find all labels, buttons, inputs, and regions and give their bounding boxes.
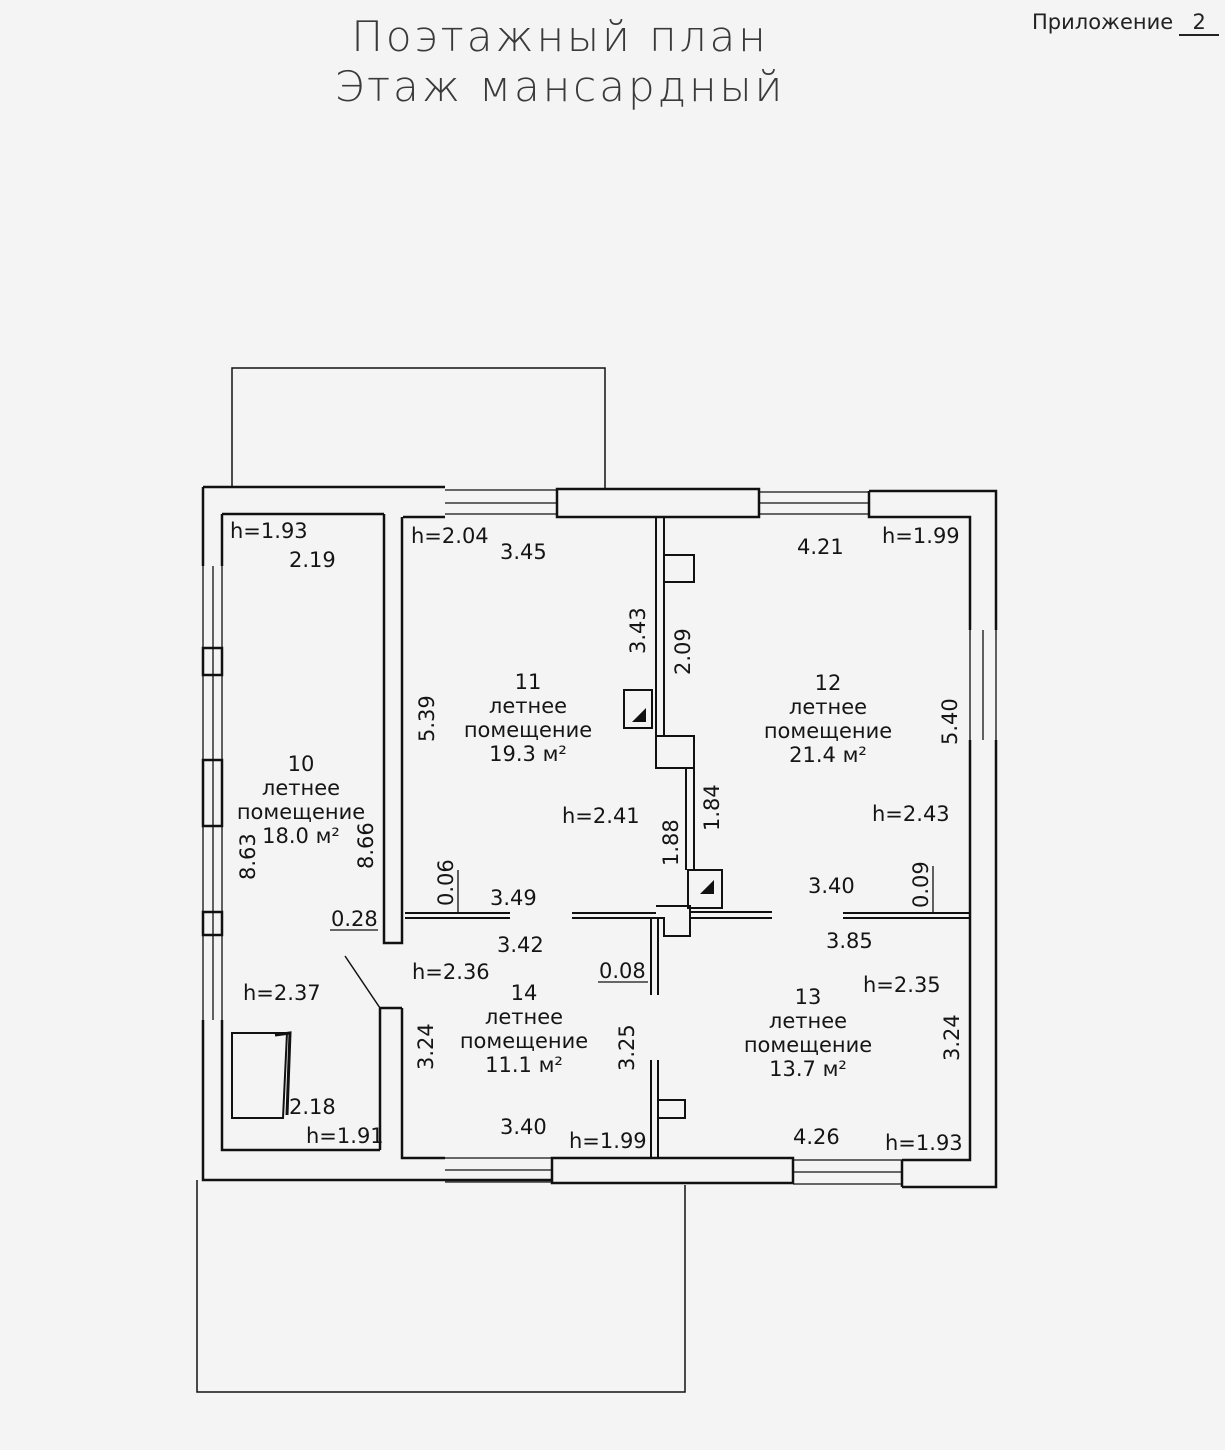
height-label: h=1.99 <box>882 524 960 548</box>
room-14-label: 14 летнее помещение 11.1 м² <box>460 981 588 1077</box>
svg-text:21.4 м²: 21.4 м² <box>789 743 867 767</box>
svg-text:13: 13 <box>795 985 822 1009</box>
height-label: h=1.91 <box>306 1124 384 1148</box>
dimension-label: 2.19 <box>289 548 336 572</box>
dimension-label: 1.88 <box>659 819 683 866</box>
plan-title-line-2: Этаж мансардный <box>334 62 786 111</box>
dimension-label: 3.25 <box>615 1024 639 1071</box>
svg-text:летнее: летнее <box>485 1005 563 1029</box>
vent-icons <box>632 708 714 894</box>
height-label: h=2.43 <box>872 802 950 826</box>
height-label: h=1.93 <box>230 519 308 543</box>
svg-text:летнее: летнее <box>769 1009 847 1033</box>
svg-text:помещение: помещение <box>460 1029 588 1053</box>
svg-text:19.3 м²: 19.3 м² <box>489 742 567 766</box>
lower-annex-outline <box>196 1180 686 1393</box>
dimension-label: 3.40 <box>808 874 855 898</box>
interior-partitions <box>405 517 970 1158</box>
dimension-label: 3.42 <box>497 933 544 957</box>
svg-text:12: 12 <box>815 671 842 695</box>
svg-text:летнее: летнее <box>262 776 340 800</box>
appendix-text: Приложение <box>1032 10 1174 34</box>
svg-text:летнее: летнее <box>489 694 567 718</box>
windows <box>201 489 997 1185</box>
height-label: h=2.04 <box>411 524 489 548</box>
dimension-label: 8.63 <box>236 833 260 880</box>
room-11-label: 11 летнее помещение 19.3 м² <box>464 670 592 766</box>
stair-symbol <box>231 1032 289 1119</box>
room-12-label: 12 летнее помещение 21.4 м² <box>764 671 892 767</box>
dimension-label: 3.85 <box>826 929 873 953</box>
dimension-label: 3.24 <box>414 1023 438 1070</box>
dimension-label: 5.40 <box>938 698 962 745</box>
dimension-label: 0.28 <box>331 907 378 931</box>
svg-text:11.1 м²: 11.1 м² <box>485 1053 563 1077</box>
dimension-lines <box>330 866 934 983</box>
height-label: h=2.37 <box>243 981 321 1005</box>
appendix-number: 2 <box>1179 10 1220 36</box>
height-label: h=1.99 <box>569 1129 647 1153</box>
exterior-walls <box>201 485 998 1189</box>
room-10-label: 10 летнее помещение 18.0 м² <box>237 752 365 848</box>
dimension-label: 3.40 <box>500 1115 547 1139</box>
svg-text:помещение: помещение <box>744 1033 872 1057</box>
height-label: h=2.36 <box>412 960 490 984</box>
svg-text:помещение: помещение <box>237 800 365 824</box>
dimension-label: 4.21 <box>797 535 844 559</box>
svg-text:летнее: летнее <box>789 695 867 719</box>
height-label: h=1.93 <box>885 1131 963 1155</box>
room-13-label: 13 летнее помещение 13.7 м² <box>744 985 872 1081</box>
svg-text:13.7 м²: 13.7 м² <box>769 1057 847 1081</box>
dimension-label: 2.09 <box>671 628 695 675</box>
dimension-label: 8.66 <box>354 822 378 869</box>
dimension-labels: 2.19 3.45 4.21 3.49 3.40 0.28 3.42 3.85 … <box>236 535 964 1149</box>
dimension-label: 4.26 <box>793 1125 840 1149</box>
dimension-label: 1.84 <box>700 784 724 831</box>
dimension-label: 3.43 <box>626 607 650 654</box>
room-labels: 10 летнее помещение 18.0 м² 11 летнее по… <box>237 670 892 1081</box>
dimension-label: 2.18 <box>289 1095 336 1119</box>
ceiling-heights: h=1.93 h=2.04 h=1.99 h=2.41 h=2.43 h=2.3… <box>230 519 963 1155</box>
height-label: h=2.41 <box>562 804 640 828</box>
dimension-label: 0.09 <box>909 861 933 908</box>
dimension-label: 3.24 <box>940 1014 964 1061</box>
height-label: h=2.35 <box>863 973 941 997</box>
svg-text:помещение: помещение <box>764 719 892 743</box>
svg-text:помещение: помещение <box>464 718 592 742</box>
dimension-label: 3.49 <box>490 886 537 910</box>
door-swing-line <box>344 955 381 1009</box>
plan-title-line-1: Поэтажный план <box>351 12 769 61</box>
dimension-label: 0.08 <box>599 959 646 983</box>
dimension-label: 3.45 <box>500 540 547 564</box>
dimension-label: 0.06 <box>434 859 458 906</box>
svg-text:10: 10 <box>288 752 315 776</box>
svg-text:14: 14 <box>511 981 538 1005</box>
svg-text:18.0 м²: 18.0 м² <box>262 824 340 848</box>
upper-annex-outline <box>231 367 606 488</box>
dimension-label: 5.39 <box>415 695 439 742</box>
svg-text:11: 11 <box>515 670 542 694</box>
